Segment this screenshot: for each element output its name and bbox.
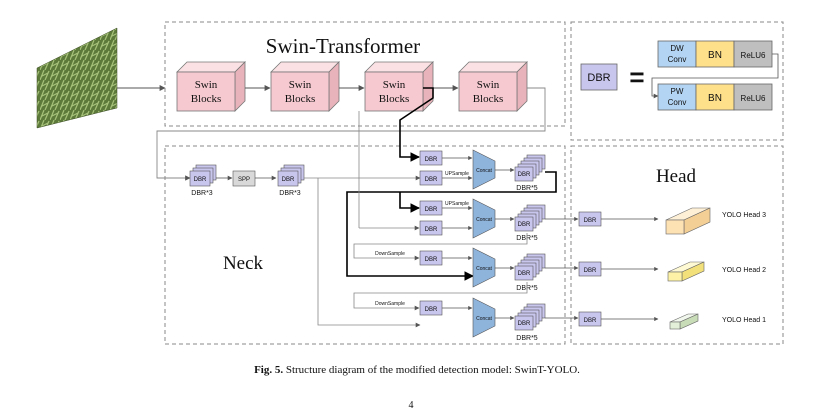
- yolo-head-2-prism: [667, 261, 705, 282]
- neck-dbr-stack-2-label: DBR: [282, 177, 295, 183]
- spp-label: SPP: [238, 177, 250, 183]
- neck-region: [164, 145, 566, 345]
- swin-block-label: Blocks: [191, 93, 222, 105]
- concat-2: [472, 198, 496, 239]
- relu-label-2: ReLU6: [741, 94, 766, 103]
- dbr5-caption-4: DBR*5: [516, 335, 538, 342]
- neck-dbr-stack-1-label: DBR: [194, 177, 207, 183]
- legend-dbr-label: DBR: [587, 72, 610, 84]
- dw-conv-box: [657, 40, 697, 68]
- spp-box: [232, 170, 256, 187]
- bold-loop-line: [346, 171, 557, 281]
- swin3-bold-line: [399, 87, 434, 162]
- dbr3-caption-2: DBR*3: [279, 190, 301, 197]
- dbr5-stack-1-label: DBR: [518, 172, 531, 178]
- row2-feedback-line: [353, 233, 528, 261]
- swin-block-4: Swin Blocks: [458, 61, 528, 112]
- legend-region: [570, 21, 784, 141]
- concat-3-label: Concat: [476, 266, 492, 272]
- figure-caption-label: Fig. 5.: [254, 364, 283, 376]
- relu-box-2: [733, 83, 773, 111]
- head-region: [570, 145, 784, 345]
- page-number: 4: [409, 400, 414, 411]
- concat-1-label: Concat: [476, 168, 492, 174]
- legend-dbr-box: [580, 63, 618, 91]
- swin-block-label: Swin: [195, 79, 218, 91]
- dw-conv-label: Conv: [668, 55, 687, 64]
- dbr5-caption-1: DBR*5: [516, 185, 538, 192]
- bn-box-1: [695, 40, 735, 68]
- yolo-head-1-prism: [669, 313, 699, 330]
- dbr-row3-label: DBR: [425, 257, 438, 263]
- relu-label-1: ReLU6: [741, 51, 766, 60]
- concat-2-label: Concat: [476, 217, 492, 223]
- neck-line-dbr3-down: [317, 178, 421, 328]
- swin-block-label: Swin: [383, 79, 406, 91]
- figure-caption: Fig. 5. Structure diagram of the modifie…: [254, 364, 580, 376]
- bn-box-2: [695, 83, 735, 111]
- pw-conv-box: [657, 83, 697, 111]
- swin-block-label: Swin: [477, 79, 500, 91]
- dbr5-stack-4: DBR: [514, 303, 546, 331]
- bn-label-1: BN: [708, 50, 722, 61]
- dbr-row1-b-label: DBR: [425, 177, 438, 183]
- dbr5-stack-2: DBR: [514, 204, 546, 232]
- dbr-row4-label: DBR: [425, 307, 438, 313]
- row4-downsample-label: DownSample: [375, 301, 405, 307]
- swin-region: [164, 21, 566, 127]
- concat-3: [472, 247, 496, 288]
- yolo-head-1-label: YOLO Head 1: [722, 317, 766, 324]
- bn-label-2: BN: [708, 93, 722, 104]
- dbr5-stack-2-label: DBR: [518, 222, 531, 228]
- dbr-row1-a-label: DBR: [425, 157, 438, 163]
- head-dbr-3-label: DBR: [584, 218, 597, 224]
- concat-4: [472, 297, 496, 338]
- dbr5-stack-3: DBR: [514, 253, 546, 281]
- dw-conv-label: DW: [670, 44, 684, 53]
- head-title: Head: [656, 166, 697, 187]
- legend-equals: =: [629, 62, 644, 92]
- yolo-head-2-label: YOLO Head 2: [722, 267, 766, 274]
- swin-title: Swin-Transformer: [266, 34, 420, 58]
- swin-block-1: Swin Blocks: [176, 61, 246, 112]
- neck-dbr-stack-2: DBR: [277, 164, 305, 187]
- swin-block-label: Blocks: [285, 93, 316, 105]
- swin-block-3: Swin Blocks: [364, 61, 434, 112]
- neck-dbr-stack-1: DBR: [189, 164, 217, 187]
- swin-block-2: Swin Blocks: [270, 61, 340, 112]
- head-dbr-1-label: DBR: [584, 318, 597, 324]
- dbr3-caption-1: DBR*3: [191, 190, 213, 197]
- swin4-to-neck-line: [156, 87, 546, 181]
- yolo-head-3-prism: [665, 207, 711, 235]
- concat-4-label: Concat: [476, 316, 492, 322]
- bold-to-row2-line: [399, 192, 420, 213]
- pw-conv-label: PW: [671, 87, 684, 96]
- swin-block-label: Swin: [289, 79, 312, 91]
- input-image: [36, 27, 118, 129]
- relu-box-1: [733, 40, 773, 68]
- pw-conv-label: Conv: [668, 98, 687, 107]
- row2-upsample-label: UPSample: [445, 201, 469, 207]
- dbr5-stack-4-label: DBR: [518, 321, 531, 327]
- dbr-row2-a-label: DBR: [425, 207, 438, 213]
- swin-block-label: Blocks: [473, 93, 504, 105]
- swin-block-label: Blocks: [379, 93, 410, 105]
- row1-upsample-label: UPSample: [445, 171, 469, 177]
- dbr5-stack-1: DBR: [514, 154, 546, 182]
- dbr5-stack-3-label: DBR: [518, 271, 531, 277]
- legend-connector: [651, 53, 779, 99]
- dbr-row2-b-label: DBR: [425, 227, 438, 233]
- row3-feedback-line: [353, 282, 528, 311]
- row3-downsample-label: DownSample: [375, 251, 405, 257]
- neck-title: Neck: [223, 253, 264, 274]
- figure-caption-text: Structure diagram of the modified detect…: [283, 364, 580, 376]
- concat-1: [472, 149, 496, 190]
- head-dbr-2-label: DBR: [584, 268, 597, 274]
- yolo-head-3-label: YOLO Head 3: [722, 212, 766, 219]
